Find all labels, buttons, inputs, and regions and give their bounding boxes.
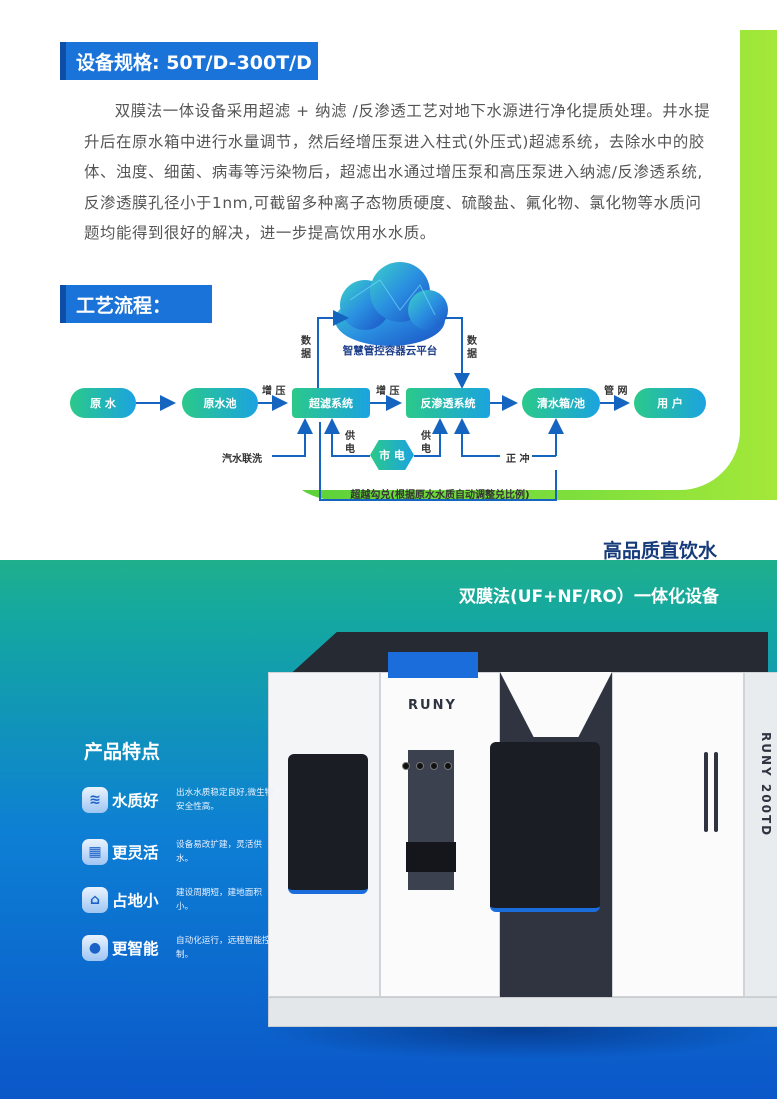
machine-roof xyxy=(292,632,768,672)
diagram-lines xyxy=(136,262,630,501)
node-raw-pool: 原水池 xyxy=(182,388,258,418)
data-label-right: 数据 xyxy=(467,336,477,360)
headline-direct-drinking: 高品质直饮水 xyxy=(602,540,717,562)
machine-side-label: RUNY 200TD xyxy=(759,732,773,838)
boost-label-2: 增 压 xyxy=(376,386,400,397)
feature-name: 更智能 xyxy=(112,940,159,958)
data-label-left: 数据 xyxy=(301,336,311,360)
pipe-label: 管 网 xyxy=(604,386,628,397)
feature-item: ● 更智能 自动化运行，远程智能控制。 xyxy=(82,934,276,962)
description-paragraph: 双膜法一体设备采用超滤 + 纳滤 /反渗透工艺对地下水源进行净化提质处理。井水提… xyxy=(84,102,711,242)
machine-illustration: RUNY RUNY 200TD xyxy=(268,632,777,1032)
feature-item: ▦ 更灵活 设备易改扩建，灵活供水。 xyxy=(82,838,276,866)
process-tag: 工艺流程： xyxy=(60,285,212,323)
machine-brand: RUNY xyxy=(408,698,457,713)
node-clear-tank: 清水箱/池 xyxy=(522,388,600,418)
cloud-label: 智慧管控容器云平台 xyxy=(342,345,438,357)
feature-name: 占地小 xyxy=(112,892,159,910)
feature-desc: 设备易改扩建，灵活供水。 xyxy=(176,840,262,864)
feature-item: ⌂ 占地小 建设周期短，建地面积小。 xyxy=(82,886,276,914)
cloud-icon xyxy=(335,262,448,346)
feature-desc: 自动化运行，远程智能控制。 xyxy=(176,936,271,960)
feature-name: 更灵活 xyxy=(112,844,159,862)
steam-wash-label: 汽水联洗 xyxy=(222,454,262,465)
node-user: 用 户 xyxy=(634,388,706,418)
process-diagram: 智慧管控容器云平台 原 水 原水池 超滤系统 反渗透系统 清水箱/池 用 户 增… xyxy=(0,0,777,520)
feature-item: ≋ 水质好 出水水质稳定良好,微生物安全性高。 xyxy=(82,786,276,814)
flush-label: 正 冲 xyxy=(506,454,530,465)
node-ro-system: 反渗透系统 xyxy=(406,388,490,418)
power-label-right: 供电 xyxy=(421,431,431,455)
user-icon: ● xyxy=(82,935,108,961)
machine-side xyxy=(744,672,777,997)
machine-window-right xyxy=(490,742,600,912)
feature-desc: 建设周期短，建地面积小。 xyxy=(176,888,262,912)
features-title: 产品特点 xyxy=(84,741,161,763)
control-screen xyxy=(406,842,456,872)
knob-icon xyxy=(402,762,410,770)
house-icon: ⌂ xyxy=(82,887,108,913)
flexible-icon: ▦ xyxy=(82,839,108,865)
feature-desc: 出水水质稳定良好,微生物安全性高。 xyxy=(176,788,274,812)
door-handle xyxy=(704,752,708,832)
subheadline-device: 双膜法(UF+NF/RO）一体化设备 xyxy=(458,587,719,607)
machine-base xyxy=(268,997,777,1027)
knob-icon xyxy=(444,762,452,770)
spec-tag: 设备规格: 50T/D-300T/D xyxy=(60,42,318,80)
feature-name: 水质好 xyxy=(112,792,159,810)
machine-roof-accent xyxy=(388,652,478,678)
city-power-node: 市 电 xyxy=(370,440,414,470)
knob-icon xyxy=(430,762,438,770)
boost-label-1: 增 压 xyxy=(262,386,286,397)
water-quality-icon: ≋ xyxy=(82,787,108,813)
blend-label: 超越勾兑(根据原水水质自动调整兑比例) xyxy=(350,490,530,501)
node-raw-water: 原 水 xyxy=(70,388,136,418)
machine-panel-right xyxy=(612,672,744,997)
door-handle xyxy=(714,752,718,832)
machine-window-left xyxy=(288,754,368,894)
node-uf-system: 超滤系统 xyxy=(292,388,370,418)
power-label-left: 供电 xyxy=(345,431,355,455)
knob-icon xyxy=(416,762,424,770)
